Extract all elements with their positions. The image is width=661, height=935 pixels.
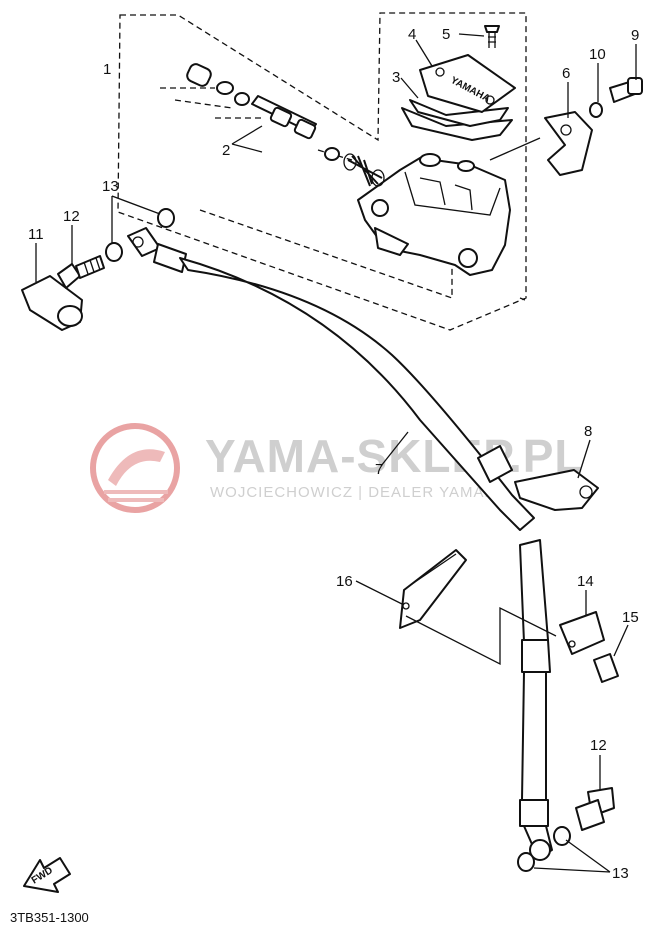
diagram-code: 3TB351-1300 (10, 910, 89, 925)
watermark-logo (90, 423, 180, 513)
callout-2: 2 (222, 142, 230, 159)
watermark: YAMA-SKLEP.PL WOJCIECHOWICZ | DEALER YAM… (90, 423, 584, 513)
hose-guide (399, 549, 467, 629)
callout-4: 4 (408, 26, 416, 43)
callout-15: 15 (622, 609, 639, 626)
union-bolt-lower (575, 787, 615, 831)
callout-9: 9 (631, 27, 639, 44)
master-cylinder-body (357, 153, 511, 276)
brake-hose (127, 227, 553, 861)
callout-13-lower: 13 (612, 865, 629, 882)
callout-5: 5 (442, 26, 450, 43)
callout-14: 14 (577, 573, 594, 590)
banjo-cover (21, 275, 83, 331)
copper-washers-upper (105, 208, 175, 262)
callout-12-lower: 12 (590, 737, 607, 754)
callout-13-upper: 13 (102, 178, 119, 195)
cap-screw (484, 25, 500, 48)
watermark-subtitle: WOJCIECHOWICZ | DEALER YAMAHA (210, 484, 507, 501)
hose-clamp-lower (559, 611, 605, 655)
holder-washer (589, 102, 603, 118)
watermark-title: YAMA-SKLEP.PL (205, 430, 584, 482)
callout-7: 7 (375, 461, 383, 478)
leader-lines (35, 33, 637, 873)
callout-12-upper: 12 (63, 208, 80, 225)
callout-6: 6 (562, 65, 570, 82)
forward-arrow-icon: FWD (23, 857, 71, 893)
hose-clamp (514, 469, 599, 511)
clamp-bolt (593, 653, 619, 683)
piston-kit (186, 63, 385, 187)
callout-3: 3 (392, 69, 400, 86)
holder-bolt (609, 77, 643, 103)
callout-16: 16 (336, 573, 353, 590)
callout-10: 10 (589, 46, 606, 63)
callout-labels: 1 2 3 4 5 6 7 8 9 10 11 12 13 14 15 16 1… (28, 26, 639, 882)
callout-1: 1 (103, 61, 111, 78)
lever-holder (544, 111, 593, 176)
assembly-boundary (117, 12, 527, 331)
callout-8: 8 (584, 423, 592, 440)
callout-11: 11 (28, 226, 44, 243)
union-bolt-upper (57, 255, 105, 289)
reservoir-cap: YAMAHA (401, 54, 516, 141)
